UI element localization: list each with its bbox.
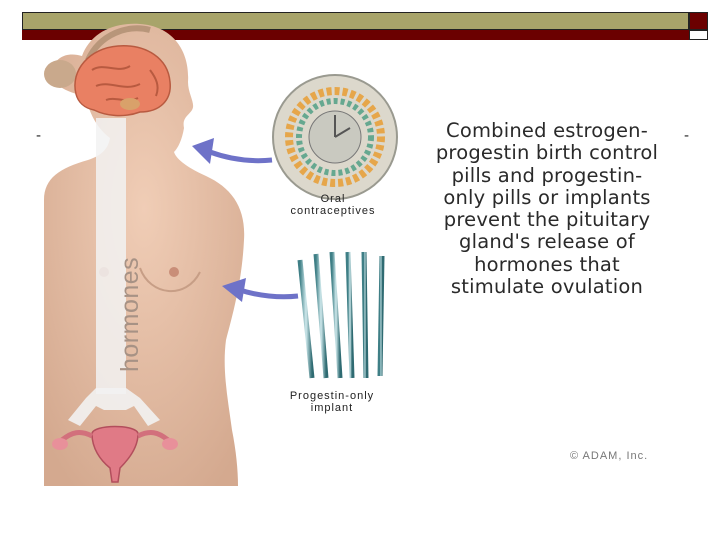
caption-text: Combined estrogen- progestin birth contr… [412, 119, 682, 299]
bullet-right: - [684, 128, 690, 144]
caption-line: gland's release of [459, 230, 635, 254]
caption-line: only pills or implants [443, 185, 651, 209]
caption-line: pills and progestin- [451, 163, 643, 187]
bullet-left: - [36, 128, 42, 144]
oral-label-line-1: Oral [320, 193, 346, 205]
caption-line: progestin birth control [435, 141, 659, 165]
implant-rods-icon [297, 251, 385, 379]
oral-label-line-2: contraceptives [290, 205, 376, 217]
arrow-implant-to-body [222, 278, 299, 302]
corner-square-bottom [689, 30, 708, 40]
uterus-icon [52, 425, 178, 483]
oral-contraceptives-label: Oral contraceptives [268, 193, 398, 217]
female-body [44, 23, 245, 486]
caption-line: hormones that [474, 252, 620, 276]
implant-label-line-2: implant [310, 402, 354, 414]
corner-square-top [689, 12, 708, 30]
brain-icon [74, 45, 171, 117]
pill-pack-icon [272, 74, 398, 200]
title-bar [22, 12, 689, 30]
title-underline [22, 30, 708, 40]
caption-line: Combined estrogen- [446, 119, 648, 142]
caption-line: stimulate ovulation [450, 275, 644, 299]
hormone-column [68, 118, 160, 426]
implant-label: Progestin-only implant [272, 390, 392, 414]
implant-label-line-1: Progestin-only [289, 390, 375, 402]
caption-line: prevent the pituitary [443, 208, 651, 232]
copyright-notice: © ADAM, Inc. [570, 450, 649, 462]
hormones-label: hormones [116, 256, 144, 372]
arrow-pills-to-brain [192, 138, 273, 164]
